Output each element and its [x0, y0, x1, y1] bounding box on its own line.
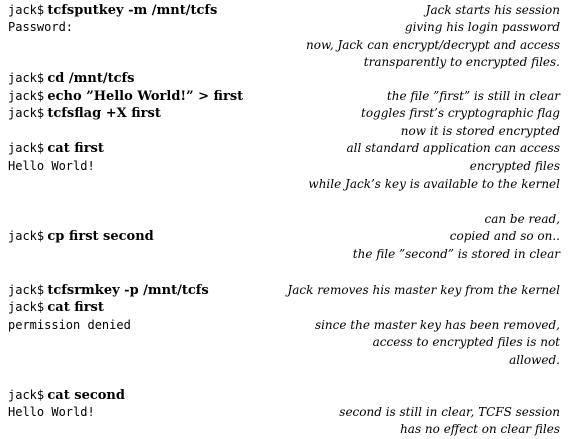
annotation-text: since the master key has been removed, — [314, 318, 560, 332]
command-output: permission denied — [8, 318, 131, 332]
command-cell: Password: — [8, 18, 73, 37]
shell-prompt: jack$ — [8, 89, 45, 103]
transcript-line: access to encrypted files is not — [0, 333, 569, 351]
command-text: tcfsflag +X first — [47, 106, 161, 121]
annotation-text: Jack removes his master key from the ker… — [287, 283, 560, 297]
transcript-line: jack$ cd /mnt/tcfs — [0, 69, 569, 87]
command-text: cat first — [47, 141, 104, 156]
annotation-text: has no effect on clear files — [400, 422, 560, 436]
transcript-line: jack$ cat first — [0, 298, 569, 316]
transcript-line: now, Jack can encrypt/decrypt and access — [0, 36, 569, 54]
transcript-line: jack$ echo ”Hello World!” > first the fil… — [0, 87, 569, 105]
transcript-line — [0, 368, 569, 386]
command-text: cd /mnt/tcfs — [47, 71, 135, 86]
annotation-text: copied and so on.. — [449, 229, 560, 243]
transcript-line — [0, 263, 569, 281]
transcript-line: Hello World! encrypted files — [0, 157, 569, 175]
shell-prompt: jack$ — [8, 141, 45, 155]
transcript-line: transparently to encrypted files. — [0, 53, 569, 71]
command-cell: jack$ cat first — [8, 298, 104, 317]
annotation-text: now, Jack can encrypt/decrypt and access — [306, 38, 560, 52]
command-cell: jack$ cat first — [8, 139, 104, 158]
command-cell: jack$ tcfsflag +X first — [8, 104, 161, 123]
shell-prompt: jack$ — [8, 229, 45, 243]
shell-prompt: jack$ — [8, 71, 45, 85]
transcript-line: Hello World! second is still in clear, TC… — [0, 403, 569, 421]
command-text: echo ”Hello World!” > first — [47, 89, 244, 104]
command-cell: jack$ cd /mnt/tcfs — [8, 69, 134, 88]
shell-prompt: jack$ — [8, 283, 45, 297]
command-text: cat second — [47, 388, 125, 403]
annotation-text: while Jack’s key is available to the ker… — [308, 177, 560, 191]
transcript-line: can be read, — [0, 210, 569, 228]
command-cell: Hello World! — [8, 403, 95, 422]
annotation-text: encrypted files — [469, 159, 560, 173]
shell-prompt: jack$ — [8, 3, 45, 17]
command-text: tcfsputkey -m /mnt/tcfs — [47, 3, 218, 18]
command-cell: jack$ tcfsrmkey -p /mnt/tcfs — [8, 281, 209, 300]
transcript-line: jack$ cat first all standard application … — [0, 139, 569, 157]
command-text: tcfsrmkey -p /mnt/tcfs — [47, 283, 209, 298]
command-cell: permission denied — [8, 316, 131, 335]
transcript-line: the file ”second” is stored in clear — [0, 245, 569, 263]
transcript-line: jack$ cp first second copied and so on.. — [0, 227, 569, 245]
command-output: Password: — [8, 20, 74, 34]
transcript-line: while Jack’s key is available to the ker… — [0, 175, 569, 193]
annotation-text: transparently to encrypted files. — [363, 55, 560, 69]
annotation-text: allowed. — [509, 353, 560, 367]
annotation-text: second is still in clear, TCFS session — [339, 405, 560, 419]
command-output: Hello World! — [8, 405, 95, 419]
transcript-line: jack$ tcfsputkey -m /mnt/tcfs Jack starts… — [0, 1, 569, 19]
transcript-line: allowed. — [0, 351, 569, 369]
annotation-text: can be read, — [484, 212, 560, 226]
annotation-text: giving his login password — [404, 20, 560, 34]
transcript-line: jack$ tcfsrmkey -p /mnt/tcfs Jack removes… — [0, 281, 569, 299]
transcript-line: now it is stored encrypted — [0, 122, 569, 140]
annotation-text: toggles first’s cryptographic flag — [361, 106, 560, 120]
transcript-line: permission denied since the master key ha… — [0, 316, 569, 334]
command-cell: jack$ echo ”Hello World!” > first — [8, 87, 243, 106]
transcript-line: has no effect on clear files — [0, 420, 569, 438]
annotation-text: now it is stored encrypted — [400, 124, 560, 138]
shell-prompt: jack$ — [8, 300, 45, 314]
annotation-text: access to encrypted files is not — [372, 335, 560, 349]
command-cell: jack$ cat second — [8, 386, 125, 405]
annotation-text: the file ”second” is stored in clear — [352, 247, 560, 261]
transcript-line: Password: giving his login password — [0, 18, 569, 36]
transcript-line: jack$ cat second — [0, 386, 569, 404]
command-output: Hello World! — [8, 159, 95, 173]
command-cell: jack$ cp first second — [8, 227, 154, 246]
transcript-line: jack$ tcfsflag +X first toggles first’s c… — [0, 104, 569, 122]
annotation-text: the file ”first” is still in clear — [386, 89, 560, 103]
transcript-line — [0, 193, 569, 211]
command-text: cat first — [47, 300, 104, 315]
shell-prompt: jack$ — [8, 388, 45, 402]
annotation-text: all standard application can access — [346, 141, 560, 155]
command-cell: jack$ tcfsputkey -m /mnt/tcfs — [8, 1, 217, 20]
annotation-text: Jack starts his session — [425, 3, 560, 17]
command-cell: Hello World! — [8, 157, 95, 176]
shell-prompt: jack$ — [8, 106, 45, 120]
command-text: cp first second — [47, 229, 154, 244]
